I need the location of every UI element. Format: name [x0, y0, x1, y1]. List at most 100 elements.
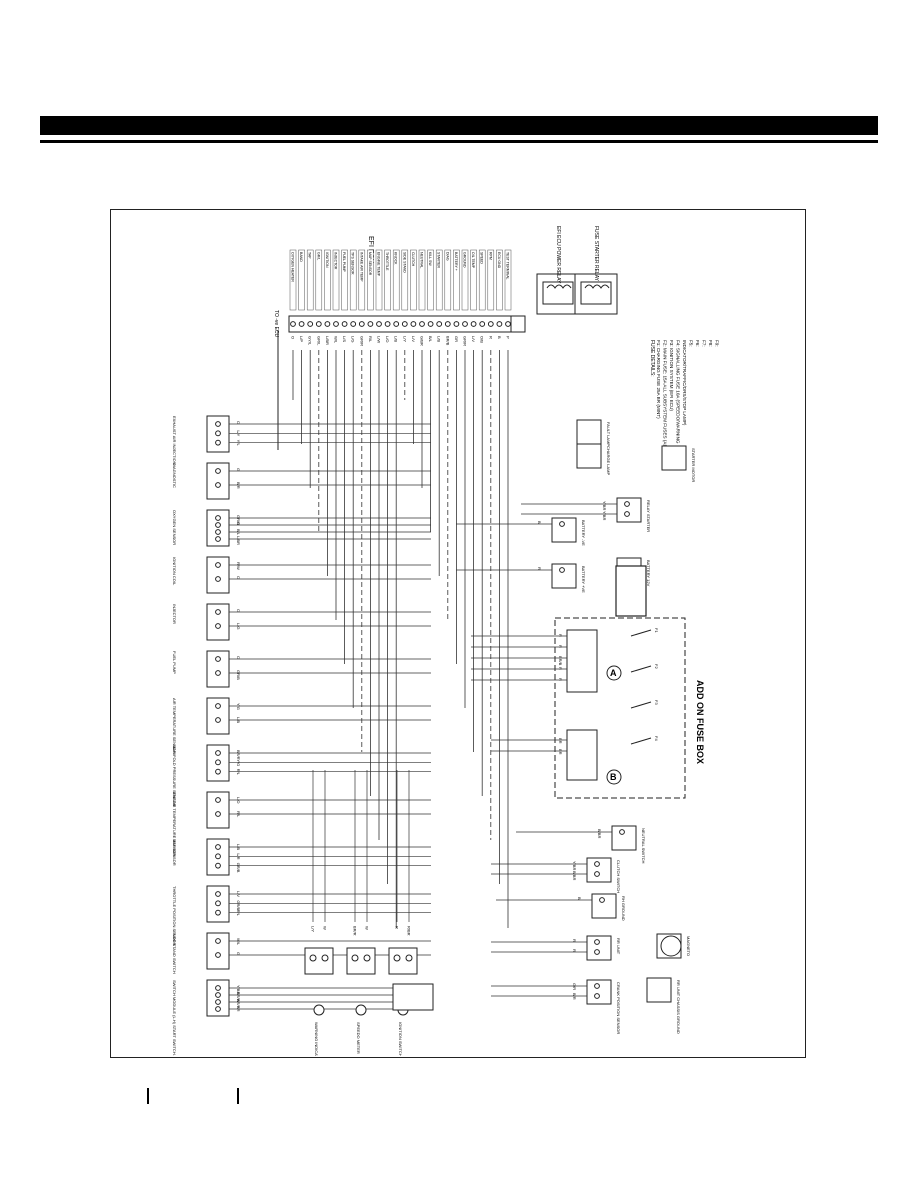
fuse-box-a-wire-label: BR/B — [558, 656, 563, 666]
indicator-wire-label: L/Y — [311, 926, 316, 932]
ecu-pin-box — [367, 249, 374, 311]
ecu-pin-label: BAND — [299, 252, 303, 262]
efi-power-relay: EFI ECU POWER RELAY — [536, 226, 580, 315]
ecu-terminal — [419, 321, 425, 327]
ecu-wire-label: G/BR — [420, 336, 425, 346]
efi-power-relay-label: EFI ECU POWER RELAY — [555, 226, 561, 284]
ecu-to-label: TO -ve ECU — [273, 310, 279, 338]
component-label: FUEL PUMP — [172, 651, 177, 674]
component-pin — [215, 853, 221, 860]
ecu-terminal — [453, 321, 460, 327]
ecu-terminal — [505, 321, 511, 327]
lower-wire-label: Y/BR — [602, 501, 607, 510]
lower-component-body — [551, 517, 577, 543]
ecu-wire-label: BR/B — [445, 336, 450, 346]
lower-wire-label: R — [537, 567, 542, 570]
component-wire-label: R/L — [236, 811, 241, 818]
ecu-wire-label: L/O — [385, 336, 390, 342]
lower-wire-label: B/BR — [572, 871, 577, 880]
lower-wire-label: B — [537, 521, 542, 524]
component-wire-label: O — [236, 522, 241, 525]
component-pin — [215, 623, 221, 629]
component-pin — [215, 656, 221, 662]
ecu-block: EFI ECU TO -ve ECU OXYGEN HEATERBANDTAPG… — [273, 236, 526, 928]
component-connector — [206, 979, 230, 1017]
component-pin — [215, 891, 221, 897]
lower-label: CHARGE LAMP — [606, 446, 611, 475]
ecu-pin-label: GROUND — [463, 252, 467, 268]
component-wire-label: W/L — [236, 938, 241, 946]
component-pin — [215, 811, 221, 817]
ecu-pin-box — [427, 249, 434, 311]
ecu-pin-box — [332, 249, 340, 311]
component-wire-label: B/L — [236, 529, 241, 536]
lower-component-body — [586, 857, 612, 883]
indicator-pin — [309, 954, 317, 962]
indicator-pin — [393, 954, 401, 962]
lower-component-body — [586, 979, 612, 1005]
lower-label: FAULT LAMP — [606, 422, 611, 446]
lower-component: FAULT LAMP — [576, 419, 611, 446]
ecu-pin-label: TPS SENSOR — [351, 252, 355, 275]
ecu-wire-label: R — [488, 336, 493, 339]
component-wire-label: GR/B — [236, 863, 241, 873]
ecu-pin-box — [487, 249, 495, 311]
ecu-wire-label: GR/R — [359, 336, 364, 346]
ecu-pin-box — [341, 249, 348, 311]
fuse-starter-relay-label: FUSE STARTER RELAY — [593, 226, 599, 282]
ecu-pin-box — [453, 249, 460, 311]
ecu-pin-label: MAP SENSOR — [368, 252, 372, 276]
fuse-box-b-wire-label: BR — [558, 738, 563, 744]
fuse-box-a-wire-label: R — [558, 645, 563, 648]
component-pin — [215, 862, 221, 869]
ecu-wire-label: B/L — [428, 336, 433, 343]
fuse-details-line: F7: — [702, 340, 707, 347]
lower-wire-label: R — [572, 949, 577, 952]
indicator-lamp-icon — [313, 1004, 325, 1016]
ecu-pin-label: OIL TEMP — [471, 252, 475, 269]
component-wire-label: G — [236, 468, 241, 471]
ecu-wire-label: P — [506, 336, 511, 339]
indicator-wire-label: R — [395, 926, 400, 929]
ecu-wire-label: R/L — [368, 336, 373, 343]
ecu-terminal — [367, 321, 374, 327]
component-pin — [215, 759, 221, 766]
fuse-label: F2 — [654, 664, 659, 669]
header-rule — [40, 140, 878, 143]
fuse-switch — [630, 629, 652, 637]
component-pin — [215, 844, 221, 850]
component-pin — [215, 717, 221, 723]
wiring-diagram: EFI ECU TO -ve ECU OXYGEN HEATERBANDTAPG… — [172, 226, 720, 1056]
ecu-pin-box — [298, 249, 305, 311]
fuse-box-a-wire-label: R — [558, 678, 563, 681]
component-wire-label: GR/B — [236, 515, 241, 525]
component-label: EXHAUST AIR INJECTION — [172, 416, 177, 465]
ignition-switch-body — [392, 983, 434, 1011]
component-wire-label: O — [236, 421, 241, 424]
lower-component-body — [661, 445, 687, 471]
indicator-connector — [388, 947, 418, 975]
magneto-icon — [660, 935, 682, 957]
component-pin — [215, 1006, 221, 1012]
ecu-terminal — [427, 321, 434, 327]
fuse-box-a-label: A — [610, 668, 617, 678]
ecu-terminal — [358, 321, 365, 327]
component-label: AIR TEMPERATURE SENSOR — [172, 698, 177, 754]
ecu-wire-label: GR/R — [463, 336, 468, 346]
ecu-wire-label: B — [497, 336, 502, 339]
ecu-terminal — [324, 321, 331, 327]
ecu-pin-box — [410, 249, 417, 311]
lower-label: MAGNETO — [686, 936, 691, 956]
ecu-pin-box — [444, 249, 452, 311]
fuse-details: FUSE DETAILS:F1: CHARGING FUSE 25A BR (M… — [649, 340, 720, 470]
component-wire-label: G — [236, 952, 241, 955]
ecu-pin-label: KILL SW — [428, 252, 432, 266]
ecu-wire-label: GR — [454, 336, 459, 342]
lower-label: NEUTRAL SWITCH — [641, 828, 646, 864]
fuse-box-a-wire-label: R — [558, 667, 563, 670]
component-pin — [215, 536, 221, 542]
ecu-pin-box — [315, 249, 323, 311]
indicator-label: IGNITION SWITCH — [398, 1022, 403, 1056]
